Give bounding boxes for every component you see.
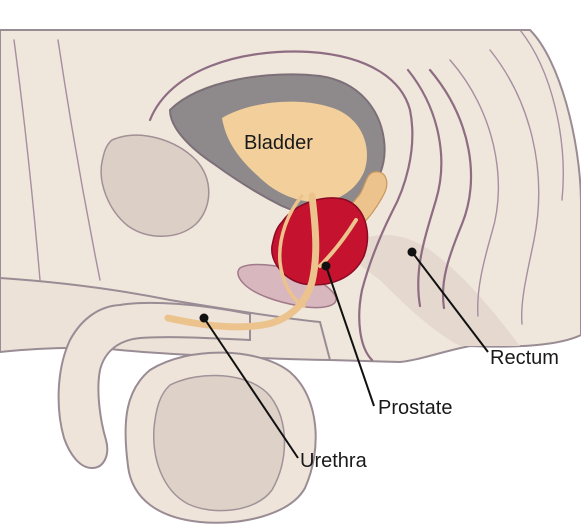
label-bladder: Bladder <box>244 132 313 154</box>
label-prostate: Prostate <box>378 397 452 419</box>
label-rectum: Rectum <box>490 347 559 369</box>
label-urethra: Urethra <box>300 450 368 472</box>
testis <box>154 375 285 510</box>
rectum-leader-dot <box>408 248 417 257</box>
prostate-leader-dot <box>322 262 331 271</box>
urethra-leader-dot <box>200 314 209 323</box>
